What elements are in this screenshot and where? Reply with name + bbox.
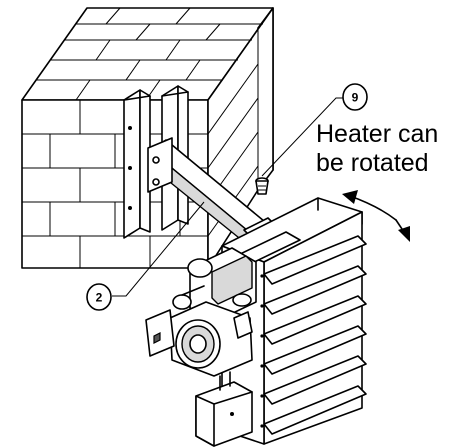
- callout-9: 9: [261, 83, 368, 177]
- bolt-part: [255, 177, 269, 195]
- callout-2: 2: [86, 201, 205, 311]
- callout-2-label: 2: [96, 291, 103, 305]
- rotation-arrow: [342, 190, 410, 242]
- caption-line-1: Heater can: [316, 120, 439, 148]
- caption-line-2: be rotated: [316, 149, 429, 177]
- gas-valve-assembly: [145, 247, 257, 447]
- callout-9-label: 9: [352, 91, 359, 105]
- rotation-caption: Heater can be rotated: [316, 120, 438, 178]
